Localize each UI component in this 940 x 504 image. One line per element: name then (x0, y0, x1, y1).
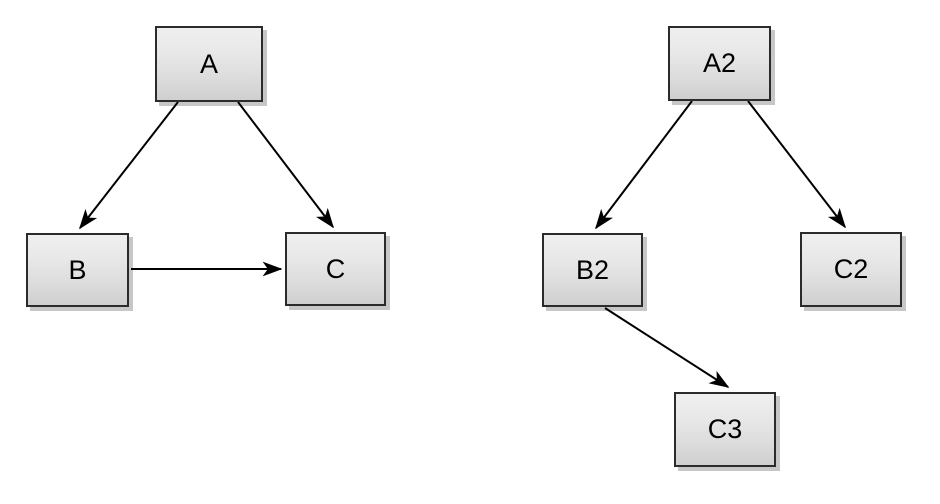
edge-b2-to-c3[interactable] (604, 307, 730, 388)
node-c[interactable]: C (285, 232, 386, 306)
node-label: C2 (833, 254, 869, 284)
edge-a-to-c[interactable] (237, 101, 334, 229)
node-a2[interactable]: A2 (668, 26, 771, 101)
edges-group (79, 100, 846, 388)
node-b[interactable]: B (26, 233, 129, 307)
edge-a-to-b[interactable] (79, 101, 179, 230)
node-c3[interactable]: C3 (674, 392, 776, 467)
node-label: A2 (702, 48, 737, 78)
node-c2[interactable]: C2 (800, 232, 902, 307)
node-label: C (325, 253, 346, 284)
node-label: B (68, 254, 87, 285)
edge-a2-to-c2[interactable] (747, 100, 846, 229)
node-label: A (199, 48, 218, 79)
node-label: B2 (575, 254, 610, 285)
node-a[interactable]: A (155, 26, 263, 102)
edge-a2-to-b2[interactable] (595, 100, 693, 230)
node-b2[interactable]: B2 (542, 233, 643, 307)
node-label: C3 (707, 414, 743, 444)
